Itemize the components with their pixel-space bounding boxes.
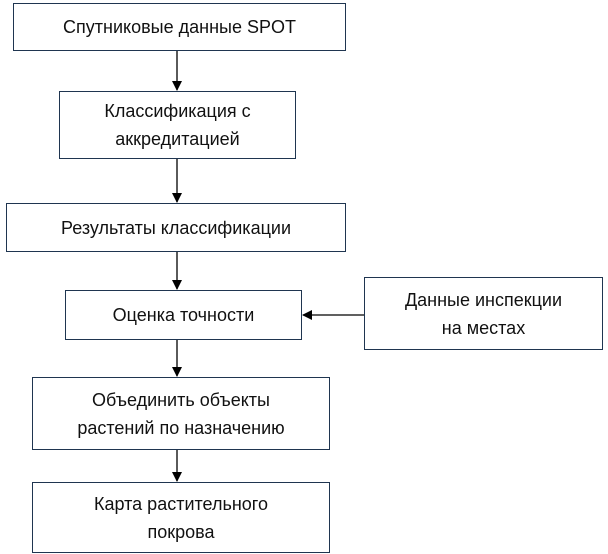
node-vegetation-cover-map: Карта растительного покрова [32,482,330,553]
node-field-inspection-data: Данные инспекции на местах [364,277,603,350]
node-spot-satellite-data: Спутниковые данные SPOT [13,3,346,51]
node-merge-plant-objects: Объединить объекты растений по назначени… [32,377,330,450]
node-classification-results: Результаты классификации [6,203,346,252]
node-supervised-classification: Классификация с аккредитацией [59,91,296,159]
node-accuracy-assessment: Оценка точности [65,290,302,340]
